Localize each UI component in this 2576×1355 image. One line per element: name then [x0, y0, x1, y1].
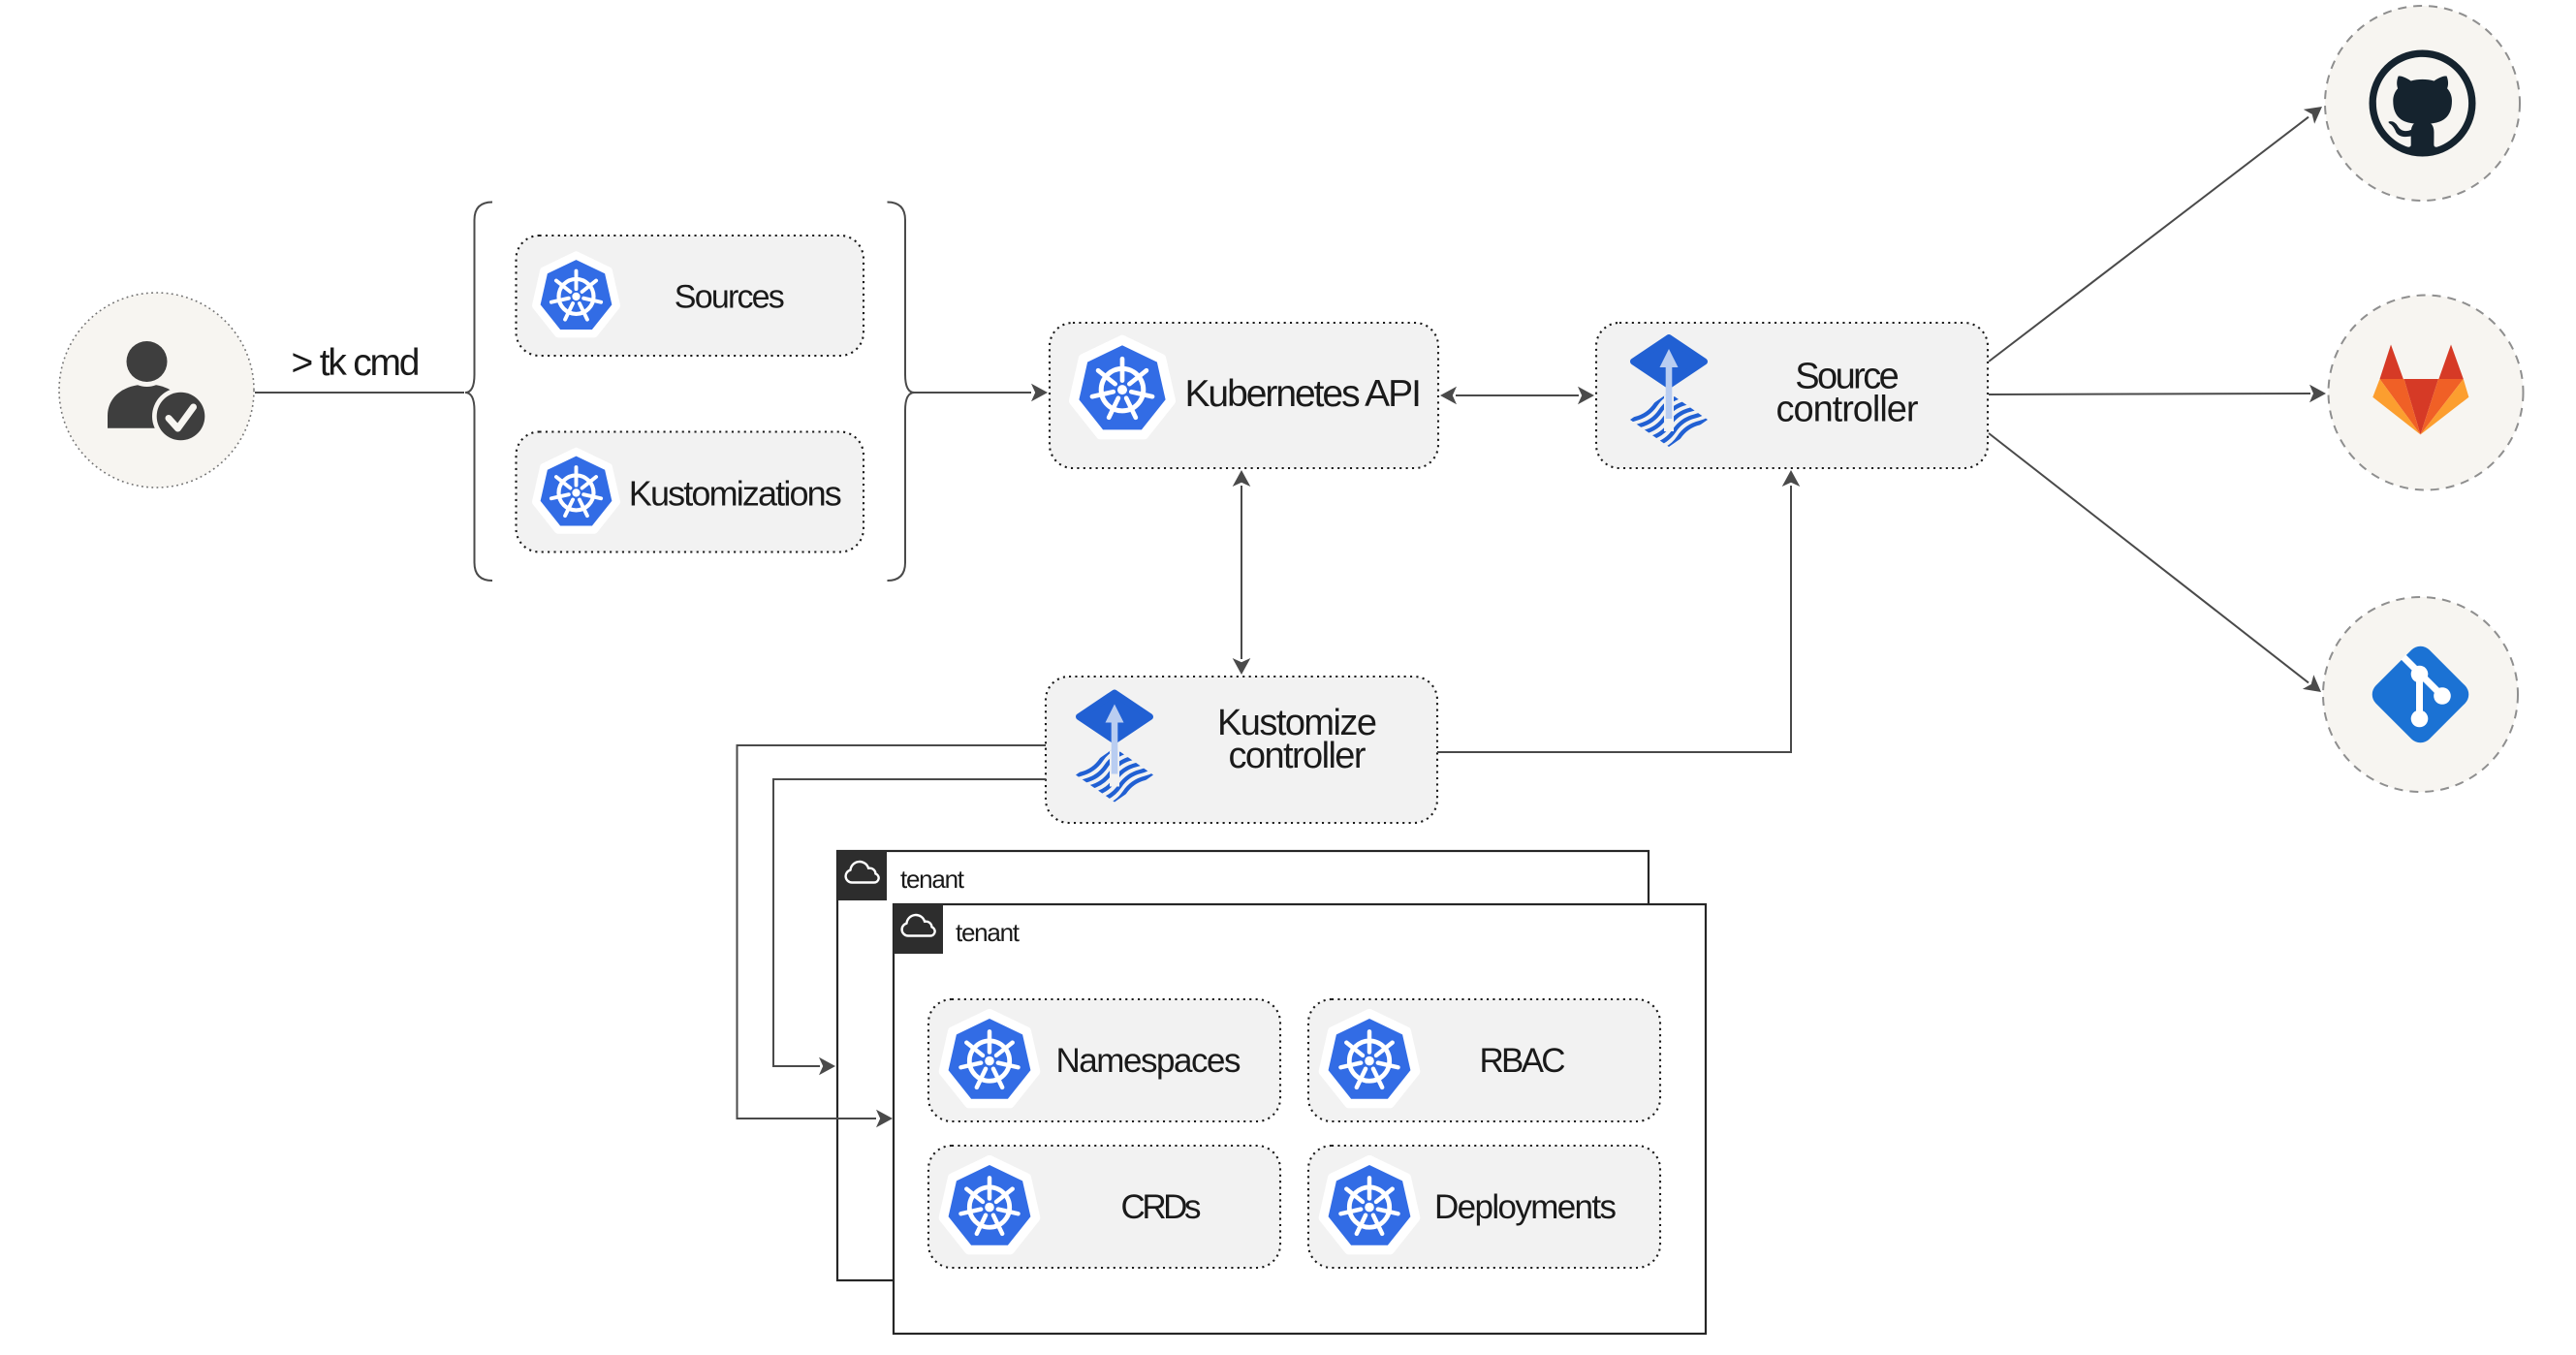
svg-text:Sources: Sources — [675, 279, 785, 316]
svg-text:controller: controller — [1229, 736, 1367, 776]
svg-text:Kustomize: Kustomize — [1217, 703, 1377, 743]
svg-text:Kustomizations: Kustomizations — [629, 474, 842, 514]
svg-text:Deployments: Deployments — [1434, 1188, 1617, 1226]
svg-text:Kubernetes API: Kubernetes API — [1184, 373, 1422, 415]
svg-text:> tk cmd: > tk cmd — [292, 342, 421, 384]
svg-text:controller: controller — [1776, 390, 1919, 430]
svg-text:CRDs: CRDs — [1121, 1188, 1202, 1226]
svg-text:tenant: tenant — [900, 865, 965, 894]
svg-text:Namespaces: Namespaces — [1056, 1042, 1241, 1080]
svg-text:Source: Source — [1795, 357, 1900, 397]
svg-text:tenant: tenant — [956, 918, 1021, 947]
svg-text:RBAC: RBAC — [1480, 1042, 1566, 1080]
